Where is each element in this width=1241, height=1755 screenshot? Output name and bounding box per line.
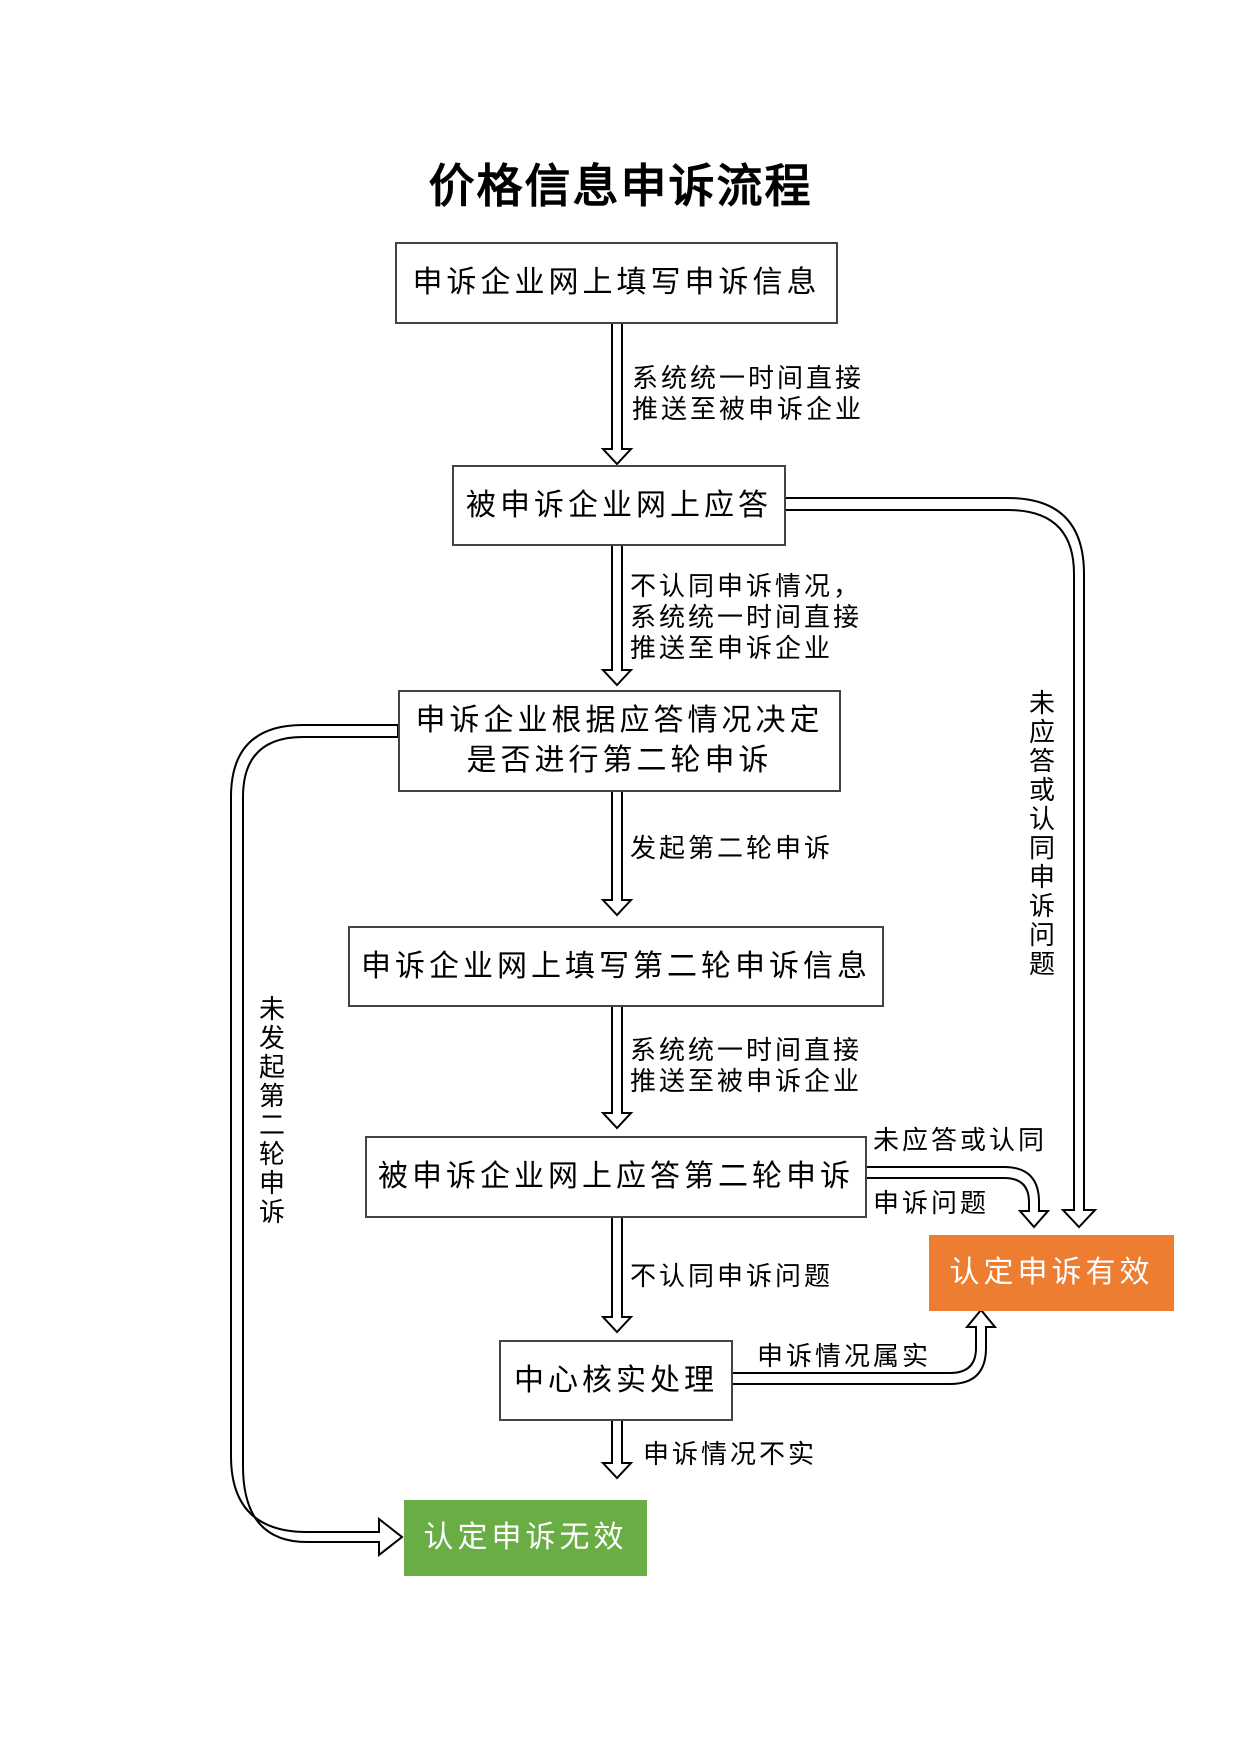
box-respondent-reply: 被申诉企业网上应答 (452, 465, 786, 546)
arrow-verify-to-invalid (600, 1418, 634, 1480)
label-fact-true: 申诉情况属实 (757, 1342, 932, 1372)
arrow-reply-second-to-valid (864, 1166, 1051, 1229)
box-appeal-invalid: 认定申诉无效 (404, 1500, 647, 1576)
label-push-to-respondent-2: 系统统一时间直接 推送至被申诉企业 (630, 1036, 863, 1097)
label-no-reply-or-agree-bottom: 申诉问题 (873, 1189, 990, 1219)
arrow-fill-to-reply (600, 321, 634, 466)
label-push-to-respondent-1: 系统统一时间直接 推送至被申诉企业 (632, 364, 865, 425)
page-title: 价格信息申诉流程 (428, 159, 813, 213)
label-no-reply-or-agree-vertical: 未应答或认同申诉问题 (1028, 689, 1055, 980)
box-appeal-valid: 认定申诉有效 (929, 1235, 1174, 1311)
box-fill-appeal-info: 申诉企业网上填写申诉信息 (395, 242, 838, 324)
label-no-reply-or-agree-top: 未应答或认同 (873, 1126, 1048, 1156)
arrow-reply-second-to-verify (600, 1214, 634, 1334)
box-fill-second-round: 申诉企业网上填写第二轮申诉信息 (348, 926, 884, 1007)
label-start-second: 发起第二轮申诉 (630, 834, 834, 864)
arrow-reply-to-valid (782, 497, 1098, 1229)
box-reply-second-round: 被申诉企业网上应答第二轮申诉 (365, 1136, 867, 1218)
label-no-second-round-vertical: 未发起第二轮申诉 (258, 995, 285, 1228)
arrow-decide-to-fill-second (600, 789, 634, 917)
label-disagree-push: 不认同申诉情况， 系统统一时间直接 推送至申诉企业 (630, 572, 863, 664)
box-center-verify: 中心核实处理 (499, 1340, 733, 1421)
box-decide-second-round: 申诉企业根据应答情况决定 是否进行第二轮申诉 (398, 690, 841, 792)
label-disagree-issue: 不认同申诉问题 (630, 1262, 834, 1292)
arrow-reply-to-decide (600, 541, 634, 687)
label-fact-false: 申诉情况不实 (643, 1440, 818, 1470)
arrow-decide-to-invalid (230, 724, 404, 1558)
arrow-fill-second-to-reply-second (600, 1001, 634, 1130)
